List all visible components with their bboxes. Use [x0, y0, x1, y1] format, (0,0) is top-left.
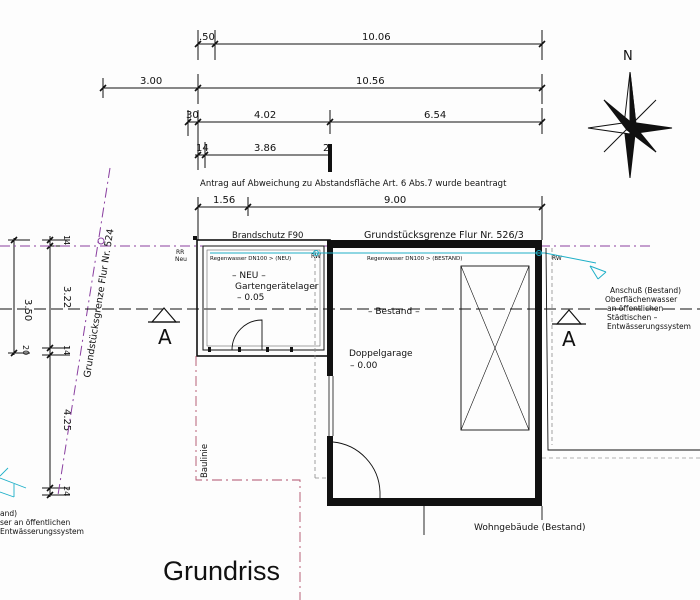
dim-label: 4.25 — [61, 409, 72, 431]
dim-label: 14 — [62, 345, 71, 355]
rr-label: RR — [176, 249, 184, 256]
dim-label: 6.54 — [424, 110, 446, 121]
section-marker-left: A — [148, 307, 180, 349]
svg-text:Entwässerungssystem: Entwässerungssystem — [0, 527, 84, 536]
rainwater-new-label: Regenwasser DN100 > (NEU) — [210, 256, 291, 262]
building-line-label: Baulinie — [200, 444, 210, 478]
dimension-post — [328, 144, 332, 172]
drawing-title: Grundriss — [163, 556, 280, 586]
neu-side-label: Neu — [175, 256, 187, 263]
section-label: A — [562, 327, 576, 351]
garage-name: Doppelgarage — [349, 349, 413, 359]
dim-label: 14 — [196, 143, 209, 154]
left-outflow-label: and) ser an öffentlichen Entwässerungssy… — [0, 509, 84, 536]
fire-protection-label: Brandschutz F90 — [232, 231, 303, 241]
dim-label: 3.00 — [140, 76, 162, 87]
boundary-label-west: Grundstücksgrenze Flur Nr. 524 — [82, 228, 116, 378]
application-note: Antrag auf Abweichung zu Abstandsfläche … — [200, 179, 507, 189]
dim-label: 1.56 — [213, 195, 235, 206]
north-label: N — [623, 49, 633, 64]
dim-label: 2 — [323, 143, 329, 154]
dim-label: 24 — [62, 486, 71, 496]
dim-label: 3.50 — [22, 299, 33, 321]
section-label: A — [158, 325, 172, 349]
shed-status: – NEU – — [232, 271, 266, 281]
svg-text:and): and) — [0, 509, 17, 518]
dim-label: 20 — [21, 345, 30, 355]
dim-label: 3.22 — [61, 286, 72, 308]
house-label: Wohngebäude (Bestand) — [474, 523, 585, 533]
shed-level: – 0.05 — [237, 293, 264, 303]
vertical-dimension-chains — [8, 236, 70, 497]
dim-label: 4.02 — [254, 110, 276, 121]
shed-name: Gartengerätelager — [235, 282, 319, 292]
svg-text:Oberflächenwasser: Oberflächenwasser — [605, 295, 678, 304]
dim-label: 3.86 — [254, 143, 276, 154]
dim-label: 10.56 — [356, 76, 385, 87]
svg-text:ser an öffentlichen: ser an öffentlichen — [0, 518, 70, 527]
outflow-existing-label: Anschuß (Bestand) Oberflächenwasser an ö… — [605, 286, 691, 331]
garage-level: – 0.00 — [350, 361, 378, 371]
rw-label: RW — [311, 253, 321, 260]
dimension-chains — [102, 30, 543, 240]
dim-label: 10.06 — [362, 32, 391, 43]
svg-text:Städtischen –: Städtischen – — [607, 313, 658, 322]
svg-text:Anschuß (Bestand): Anschuß (Bestand) — [610, 286, 681, 295]
property-boundaries — [0, 167, 700, 496]
garage-status: – Bestand – — [368, 307, 420, 317]
double-garage — [327, 240, 542, 506]
north-arrow-icon — [587, 71, 673, 179]
drain-symbol-left — [0, 467, 27, 498]
dim-label: 9.00 — [384, 195, 406, 206]
section-marker-right: A — [552, 309, 586, 351]
dimension-ticks — [99, 40, 546, 211]
rw-label: RW — [552, 255, 562, 262]
rainwater-pipe — [210, 250, 607, 280]
dim-label: .50 — [199, 32, 215, 43]
rainwater-existing-label: Regenwasser DN100 > (BESTAND) — [367, 256, 462, 262]
boundary-label-north: Grundstücksgrenze Flur Nr. 526/3 — [364, 230, 524, 241]
svg-text:Entwässerungssystem: Entwässerungssystem — [607, 322, 691, 331]
svg-text:an öffentlichen: an öffentlichen — [607, 304, 663, 313]
dim-label: 30 — [186, 110, 199, 121]
dim-label: 14 — [62, 235, 71, 245]
